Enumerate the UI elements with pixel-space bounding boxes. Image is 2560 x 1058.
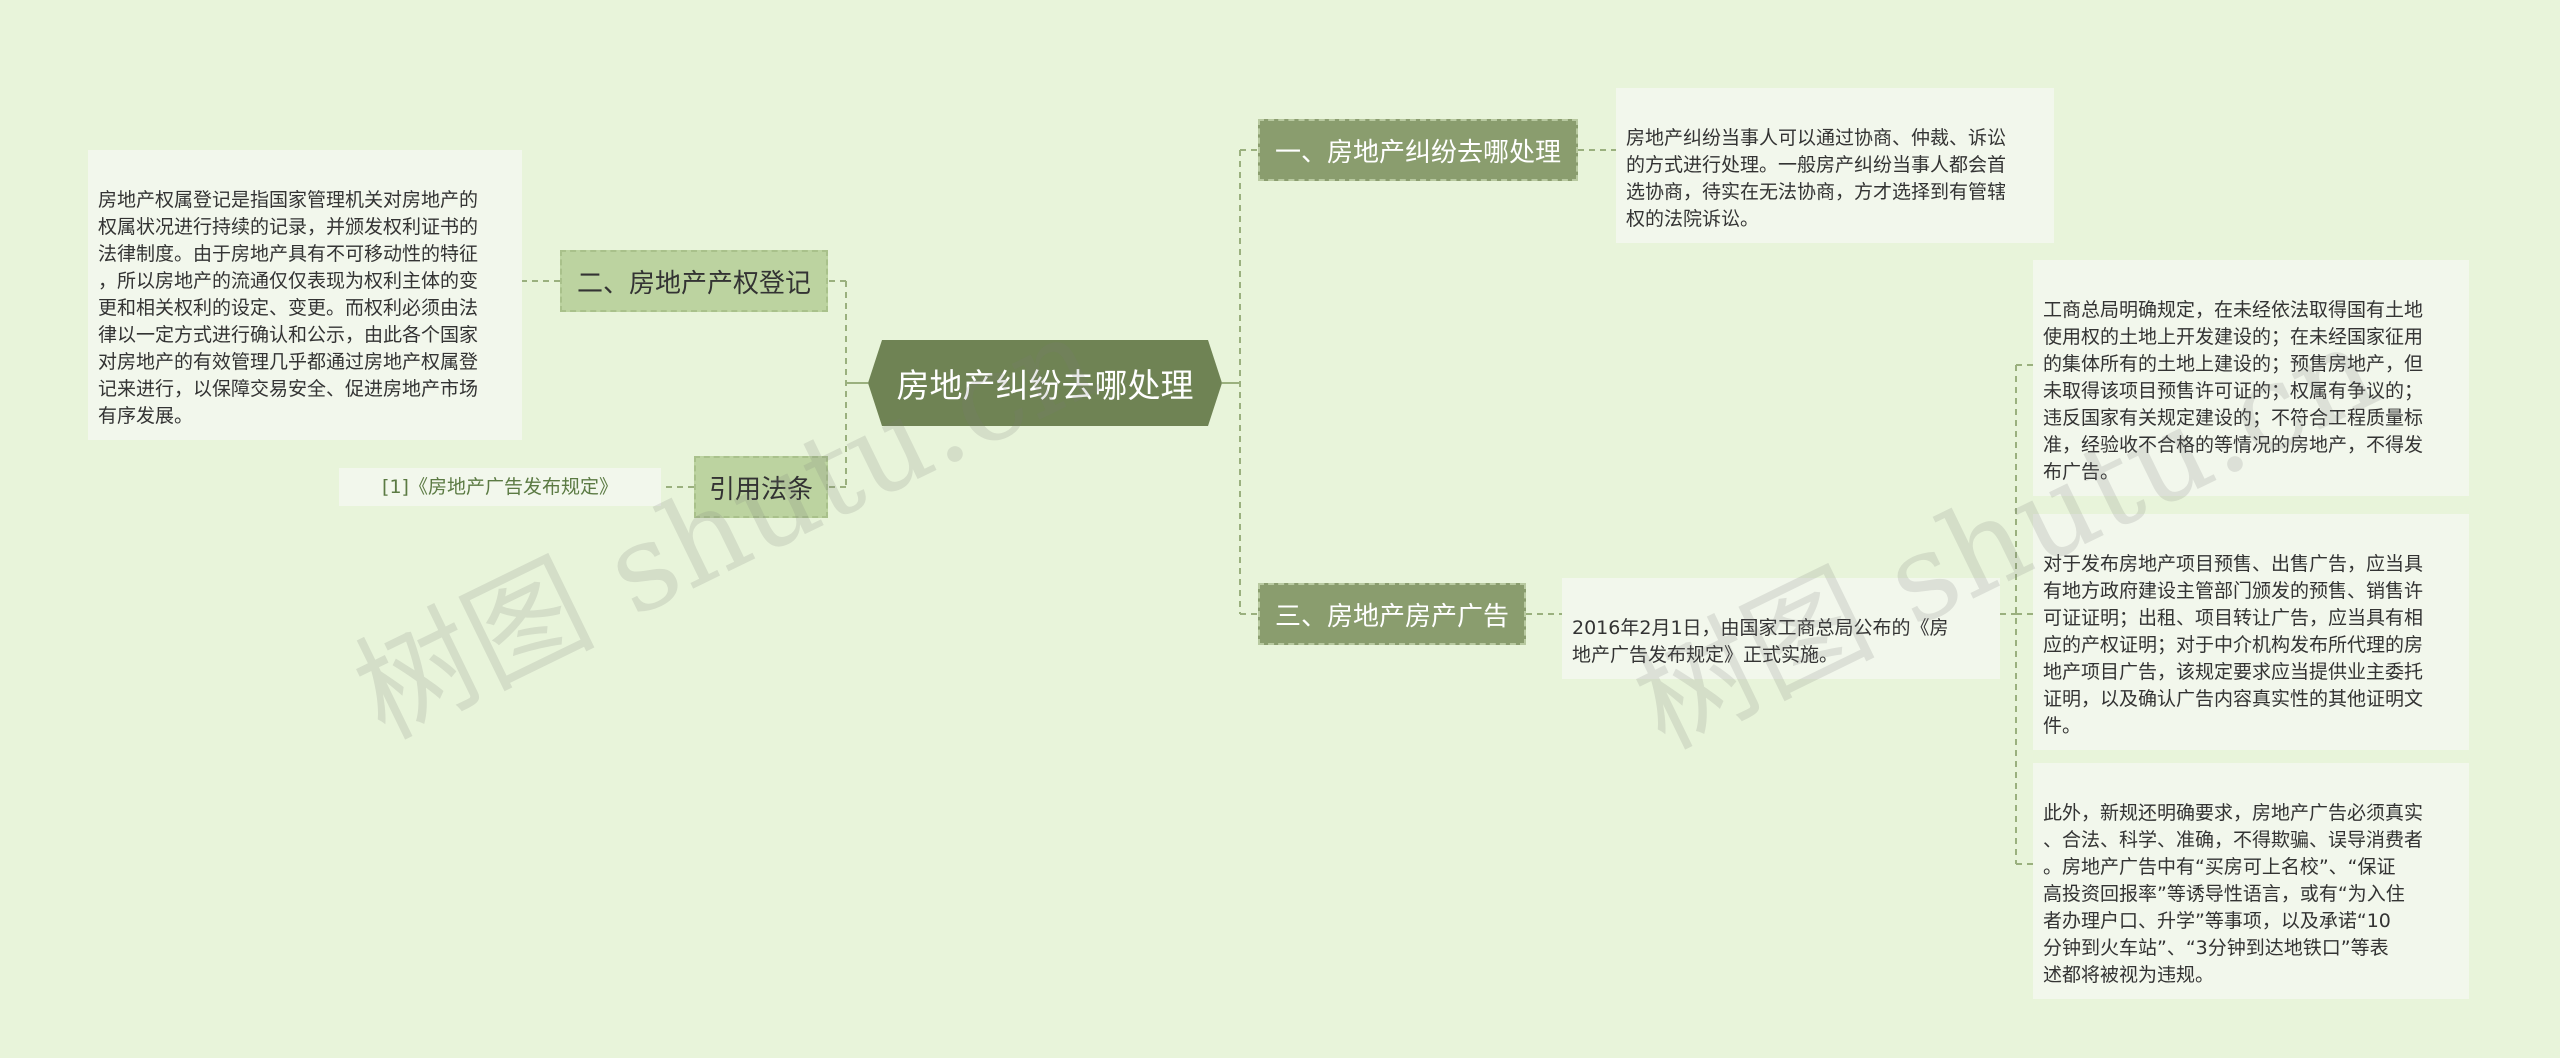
leaf-advertising-permits[interactable]: 对于发布房地产项目预售、出售广告，应当具 有地方政府建设主管部门颁发的预售、销售… <box>2033 514 2469 750</box>
reference-link[interactable]: [1]《房地产广告发布规定》 <box>382 475 618 498</box>
root-label: 房地产纠纷去哪处理 <box>896 366 1194 405</box>
leaf-text: 2016年2月1日，由国家工商总局公布的《房 地产广告发布规定》正式实施。 <box>1572 617 1949 666</box>
leaf-dispute-handling-detail[interactable]: 房地产纠纷当事人可以通过协商、仲裁、诉讼 的方式进行处理。一般房产纠纷当事人都会… <box>1616 88 2054 243</box>
root-shape <box>868 340 1222 426</box>
branch-label: 一、房地产纠纷去哪处理 <box>1274 137 1561 168</box>
leaf-advertising-truthfulness[interactable]: 此外，新规还明确要求，房地产广告必须真实 、合法、科学、准确，不得欺骗、误导消费… <box>2033 763 2469 999</box>
branch-property-registration[interactable]: 二、房地产产权登记 <box>560 250 828 312</box>
branch-property-advertising[interactable]: 三、房地产房产广告 <box>1258 583 1526 645</box>
leaf-advertising-regulation[interactable]: 2016年2月1日，由国家工商总局公布的《房 地产广告发布规定》正式实施。 <box>1562 578 2000 679</box>
leaf-cited-law-reference[interactable]: [1]《房地产广告发布规定》 <box>339 468 661 506</box>
leaf-text: 房地产权属登记是指国家管理机关对房地产的 权属状况进行持续的记录，并颁发权利证书… <box>98 189 479 427</box>
leaf-text: 房地产纠纷当事人可以通过协商、仲裁、诉讼 的方式进行处理。一般房产纠纷当事人都会… <box>1626 127 2007 230</box>
leaf-text: 此外，新规还明确要求，房地产广告必须真实 、合法、科学、准确，不得欺骗、误导消费… <box>2043 802 2424 986</box>
branch-label: 引用法条 <box>708 474 813 505</box>
leaf-text: 对于发布房地产项目预售、出售广告，应当具 有地方政府建设主管部门颁发的预售、销售… <box>2043 553 2424 737</box>
branch-dispute-handling[interactable]: 一、房地产纠纷去哪处理 <box>1258 119 1578 181</box>
branch-label: 二、房地产产权登记 <box>576 268 811 299</box>
root-node[interactable]: 房地产纠纷去哪处理 <box>868 340 1222 426</box>
leaf-advertising-prohibitions[interactable]: 工商总局明确规定，在未经依法取得国有土地 使用权的土地上开发建设的；在未经国家征… <box>2033 260 2469 496</box>
leaf-text: 工商总局明确规定，在未经依法取得国有土地 使用权的土地上开发建设的；在未经国家征… <box>2043 299 2424 483</box>
branch-label: 三、房地产房产广告 <box>1274 601 1509 632</box>
branch-cited-laws[interactable]: 引用法条 <box>694 456 828 518</box>
leaf-property-registration-detail[interactable]: 房地产权属登记是指国家管理机关对房地产的 权属状况进行持续的记录，并颁发权利证书… <box>88 150 522 440</box>
